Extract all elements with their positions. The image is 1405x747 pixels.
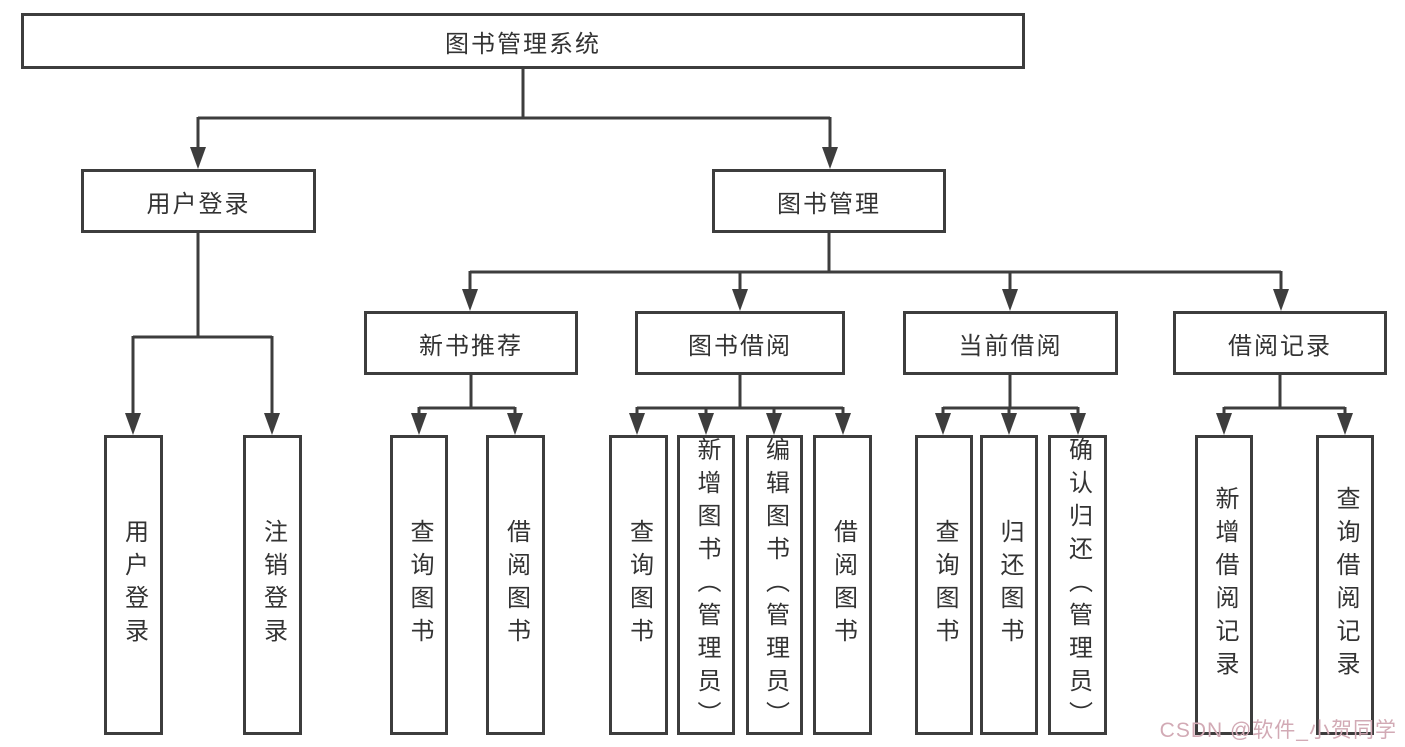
node-book-management-system: 图书管理系统 [21,13,1025,69]
leaf-borrow-books: 借阅图书 [813,435,872,735]
leaf-query-books-current: 查询图书 [915,435,973,735]
leaf-label: 查询图书 [406,519,433,651]
csdn-watermark: CSDN @软件_小贺同学 [1159,719,1397,742]
leaf-query-books-borrow: 查询图书 [609,435,668,735]
node-book-borrow: 图书借阅 [635,311,845,375]
leaf-label: 编辑图书（管理员） [761,436,789,734]
leaf-label: 查询图书 [931,519,958,651]
leaf-logout: 注销登录 [243,435,302,735]
node-user-login: 用户登录 [81,169,316,233]
node-borrow-records: 借阅记录 [1173,311,1387,375]
node-new-book-recommend: 新书推荐 [364,311,578,375]
leaf-label: 归还图书 [996,519,1023,651]
leaf-confirm-return-admin: 确认归还（管理员） [1048,435,1107,735]
leaf-add-book-admin: 新增图书（管理员） [677,435,735,735]
leaf-borrow-books-recommend: 借阅图书 [486,435,545,735]
leaf-label: 查询借阅记录 [1332,486,1359,684]
leaf-label: 借阅图书 [829,519,857,651]
leaf-label: 用户登录 [120,519,148,651]
leaf-label: 注销登录 [259,519,287,651]
leaf-user-login: 用户登录 [104,435,163,735]
leaf-label: 借阅图书 [502,519,530,651]
leaf-edit-book-admin: 编辑图书（管理员） [746,435,803,735]
leaf-query-books-recommend: 查询图书 [390,435,448,735]
leaf-label: 查询图书 [625,519,653,651]
leaf-return-book: 归还图书 [980,435,1038,735]
leaf-label: 新增借阅记录 [1211,486,1238,684]
leaf-label: 确认归还（管理员） [1064,436,1092,734]
node-current-borrow: 当前借阅 [903,311,1118,375]
leaf-query-borrow-record: 查询借阅记录 [1316,435,1374,735]
arrowheads [125,147,1353,435]
leaf-label: 新增图书（管理员） [693,436,720,734]
leaf-add-borrow-record: 新增借阅记录 [1195,435,1253,735]
connector-paths [131,69,1347,418]
node-book-management: 图书管理 [712,169,946,233]
